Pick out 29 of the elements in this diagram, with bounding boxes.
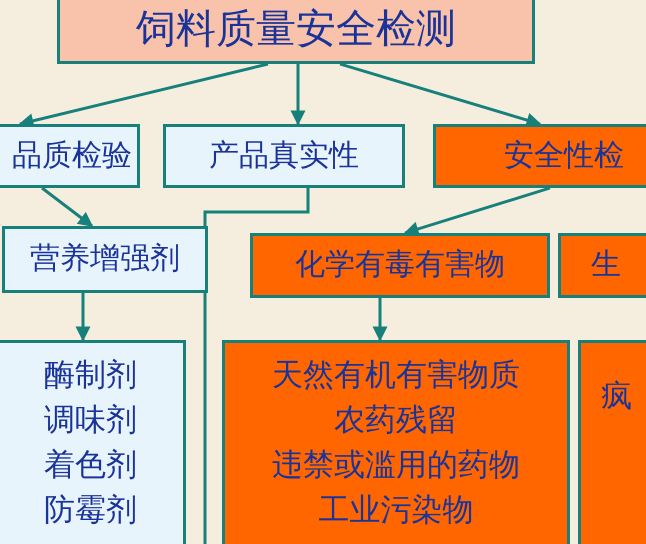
node-text: 违禁或滥用的药物 bbox=[272, 446, 520, 485]
node-text: 安全性检 bbox=[504, 138, 624, 174]
node-text: 饲料质量安全检测 bbox=[136, 6, 456, 52]
arrow bbox=[290, 64, 306, 126]
node-text: 化学有毒有害物 bbox=[295, 248, 505, 283]
category-box bbox=[163, 124, 405, 188]
node-text: 农药残留 bbox=[334, 400, 458, 440]
list-box bbox=[0, 340, 186, 544]
node-text: 酶制剂 bbox=[44, 356, 137, 395]
category-box bbox=[558, 233, 646, 298]
category-box bbox=[0, 124, 140, 188]
arrow bbox=[41, 186, 94, 228]
arrow bbox=[76, 293, 90, 342]
node-text: 生 bbox=[591, 248, 621, 283]
title-box bbox=[57, 0, 535, 64]
node-text: 防霉剂 bbox=[44, 490, 137, 530]
arrow bbox=[372, 298, 388, 342]
node-text: 调味剂 bbox=[44, 400, 137, 440]
node-text: 产品真实性 bbox=[209, 138, 359, 174]
list-box bbox=[222, 340, 570, 544]
node-text: 天然有机有害物质 bbox=[272, 356, 520, 395]
category-box bbox=[433, 124, 646, 188]
category-box bbox=[2, 226, 208, 293]
node-text: 工业污染物 bbox=[318, 490, 474, 530]
node-text: 疯 bbox=[601, 379, 632, 415]
node-text: 品质检验 bbox=[12, 138, 132, 174]
node-text: 着色剂 bbox=[44, 446, 137, 485]
node-text: 营养增强剂 bbox=[30, 242, 180, 277]
category-box bbox=[250, 233, 550, 298]
